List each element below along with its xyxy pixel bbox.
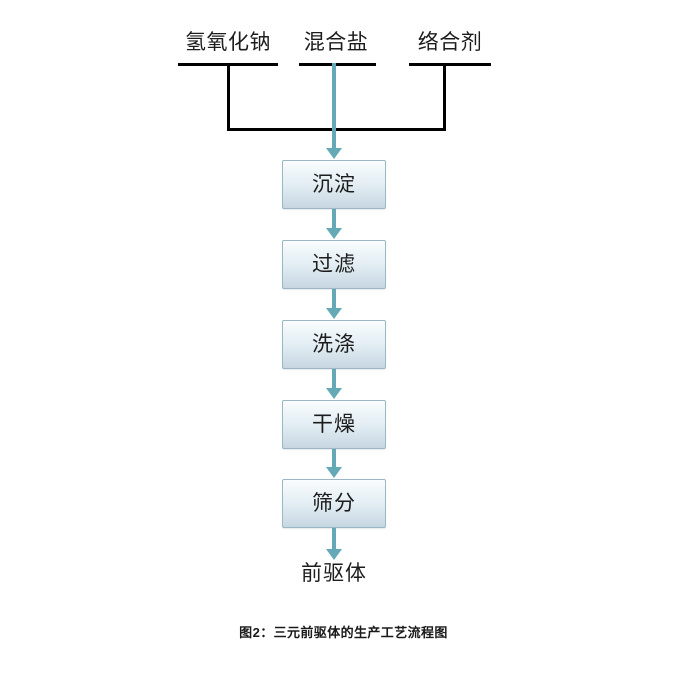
input-label-sodium-hydroxide: 氢氧化钠 — [185, 31, 271, 54]
arrow-line-sieving-to-precursor — [332, 528, 336, 550]
arrow-head-precipitation-to-filtration — [326, 228, 342, 239]
process-box-washing[interactable]: 洗涤 — [282, 320, 386, 369]
process-box-sieving[interactable]: 筛分 — [282, 479, 386, 528]
output-label-precursor: 前驱体 — [301, 562, 367, 585]
input-label-complexing-agent: 络合剂 — [417, 31, 483, 54]
arrow-head-sieving-to-precursor — [326, 549, 342, 560]
input-underline-complexing-agent — [409, 63, 491, 66]
bracket-horizontal-join — [227, 128, 446, 131]
arrow-head-washing-to-drying — [326, 388, 342, 399]
process-box-drying[interactable]: 干燥 — [282, 400, 386, 449]
bracket-vertical-right — [443, 63, 446, 131]
arrow-head-drying-to-sieving — [326, 467, 342, 478]
arrow-line-washing-to-drying — [332, 369, 336, 389]
arrow-head-mixed-salt-to-precipitation — [326, 148, 342, 159]
bracket-vertical-left — [227, 63, 230, 131]
process-box-label: 筛分 — [312, 492, 356, 515]
input-label-mixed-salt: 混合盐 — [303, 31, 369, 54]
arrow-line-drying-to-sieving — [332, 449, 336, 468]
process-box-label: 洗涤 — [312, 333, 356, 356]
arrow-line-mixed-salt-to-precipitation — [332, 63, 336, 150]
process-box-label: 沉淀 — [312, 173, 356, 196]
process-box-precipitation[interactable]: 沉淀 — [282, 160, 386, 209]
input-underline-mixed-salt — [299, 63, 376, 66]
arrow-head-filtration-to-washing — [326, 308, 342, 319]
process-box-label: 过滤 — [312, 253, 356, 276]
process-box-filtration[interactable]: 过滤 — [282, 240, 386, 289]
process-box-label: 干燥 — [312, 413, 356, 436]
arrow-line-filtration-to-washing — [332, 289, 336, 309]
arrow-line-precipitation-to-filtration — [332, 209, 336, 229]
figure-caption: 图2：三元前驱体的生产工艺流程图 — [239, 625, 448, 640]
